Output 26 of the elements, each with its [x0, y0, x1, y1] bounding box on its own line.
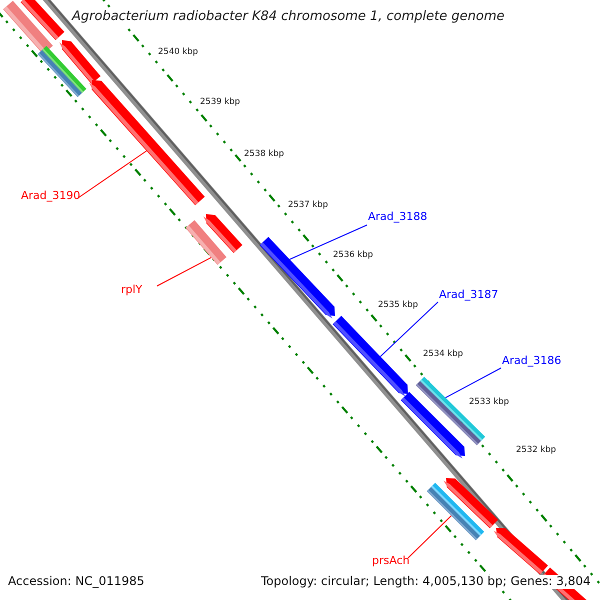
leader-line: [408, 515, 452, 558]
diagram-title: Agrobacterium radiobacter K84 chromosome 1, complete genome: [72, 10, 504, 25]
info-text: Accession: NC_011985: [8, 575, 144, 589]
leader-line: [156, 257, 212, 286]
leader-line: [78, 150, 148, 198]
gene-label: rplY: [121, 284, 142, 297]
scale-label: 2537 kbp: [288, 201, 328, 211]
gene-segment: [332, 316, 408, 396]
gene-segment: [260, 236, 335, 318]
leader-line: [289, 224, 368, 260]
gene-label: Arad_3188: [368, 211, 428, 224]
gene-label: Arad_3190: [21, 190, 80, 203]
info-text: Topology: circular; Length: 4,005,130 bp; Genes: 3,804: [261, 575, 591, 589]
scale-label: 2540 kbp: [158, 48, 198, 58]
gene-label: prsAch: [372, 555, 410, 568]
leader-line: [380, 302, 438, 358]
scale-label: 2538 kbp: [244, 150, 284, 160]
scale-label: 2532 kbp: [516, 446, 556, 456]
scale-label: 2536 kbp: [333, 251, 374, 261]
scale-label: 2539 kbp: [200, 98, 240, 108]
scale-label: 2535 kbp: [378, 301, 418, 311]
gene-segment: [186, 220, 226, 265]
gene-label: Arad_3186: [502, 355, 562, 368]
scale-label: 2533 kbp: [469, 398, 510, 408]
scale-label: 2534 kbp: [423, 350, 464, 360]
gene-label: Arad_3187: [439, 289, 498, 302]
